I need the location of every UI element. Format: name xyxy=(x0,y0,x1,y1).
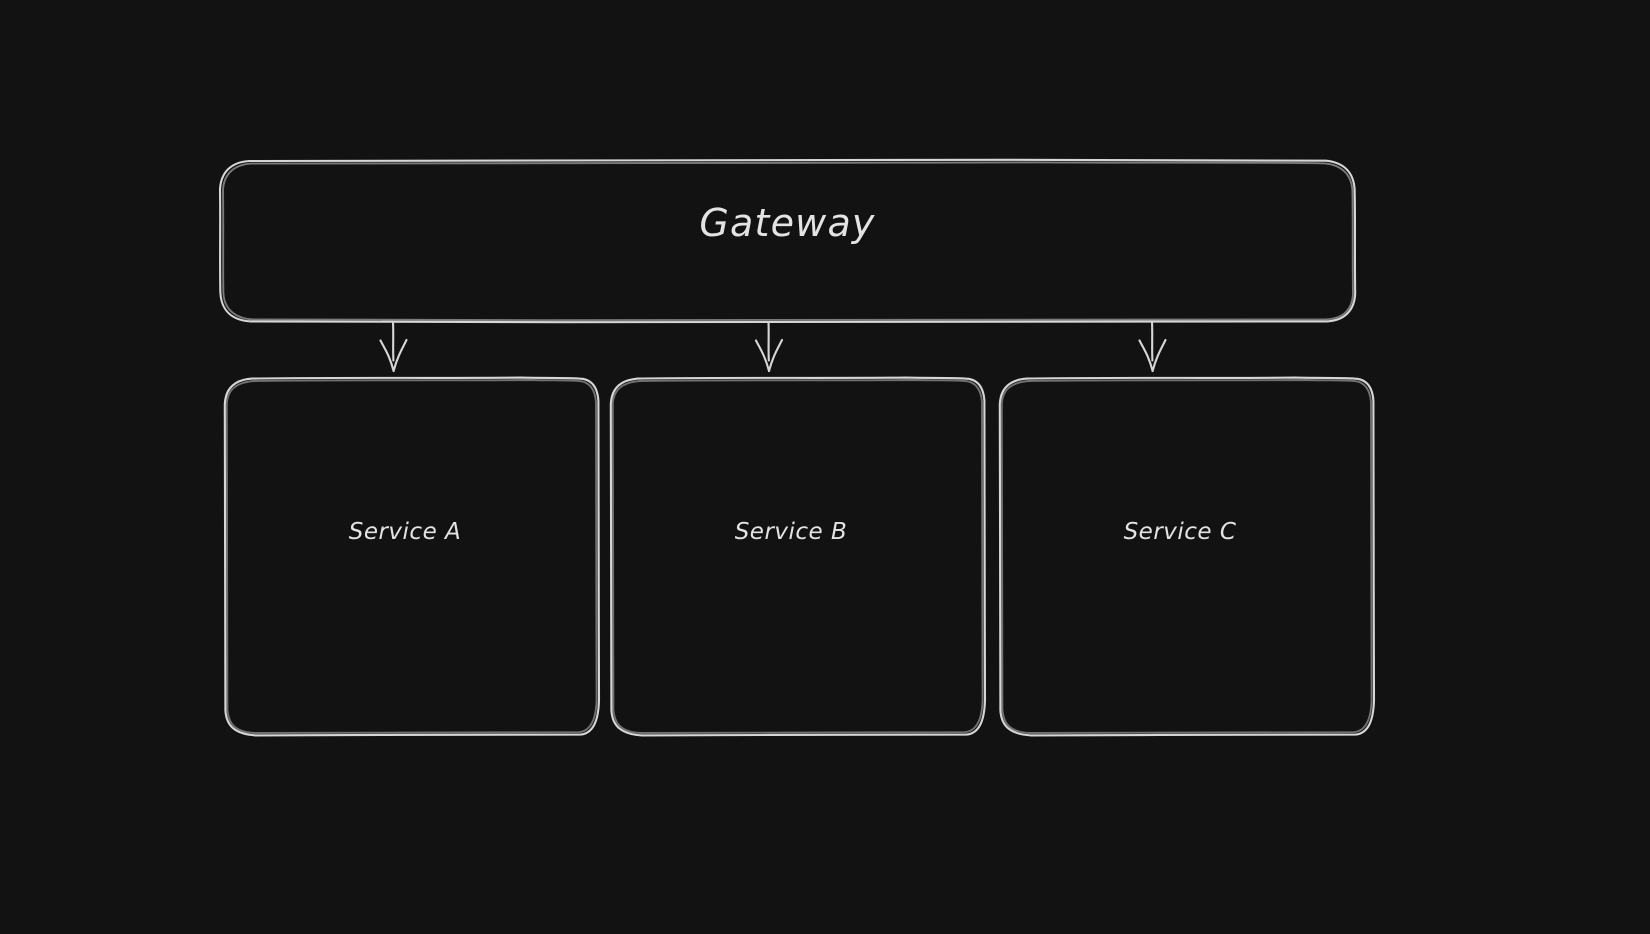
service-c-node-shape[interactable] xyxy=(998,376,1376,737)
service-a-node-shape[interactable] xyxy=(223,376,601,737)
service-b-node-shape[interactable] xyxy=(609,376,987,737)
edge-gateway-to-service-c[interactable] xyxy=(1138,320,1167,373)
service-b-node-label: Service B xyxy=(734,519,848,545)
edge-gateway-to-service-b[interactable] xyxy=(754,320,784,373)
edge-gateway-to-service-a[interactable] xyxy=(379,320,408,373)
service-a-node-label: Service A xyxy=(348,519,462,545)
gateway-node-label: Gateway xyxy=(699,201,876,245)
service-c-node-label: Service C xyxy=(1123,519,1237,545)
gateway-node-shape[interactable] xyxy=(218,158,1357,324)
